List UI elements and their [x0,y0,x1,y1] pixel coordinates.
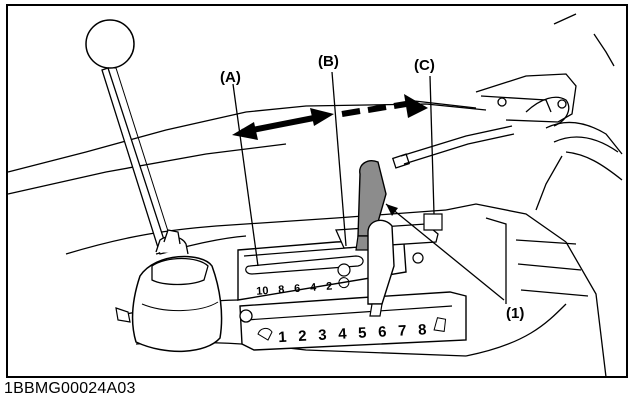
lower-scale-mark: 3 [318,327,327,344]
lower-scale-mark: 8 [418,321,427,338]
upper-scale: 10 8 6 4 2 [256,277,350,298]
range-shift-lever [367,219,395,317]
upper-scale-mark: 2 [326,280,333,292]
lever-stop [423,213,443,231]
upper-scale-mark: 8 [278,284,285,296]
upper-scale-mark: 10 [256,285,269,298]
position-lines [232,71,505,301]
linkage-rods [391,73,623,211]
dashed-arrow-head [404,94,428,118]
callout-a: (A) [220,69,241,86]
double-arrow-head-right [310,108,334,126]
lower-scale-mark: 2 [298,328,307,345]
rabbit-symbol-icon [433,317,447,332]
upper-scale-mark: 4 [310,282,318,294]
illustration-frame: (A) (B) (C) (1) 10 8 6 4 2 1 2 3 4 5 6 7… [6,4,628,378]
movement-arrows [232,94,428,140]
callout-leader-1-arrowhead [386,204,398,216]
dashed-arrow-dash-3 [393,101,407,109]
throttle-lever-illustration: (A) (B) (C) (1) 10 8 6 4 2 1 2 3 4 5 6 7… [6,4,628,378]
position-line-a [232,83,259,267]
double-arrow-shaft [241,113,325,135]
lower-scale: 1 2 3 4 5 6 7 8 [278,317,447,346]
lower-scale-mark: 7 [398,322,407,339]
dashed-arrow-dash-2 [367,104,387,113]
lower-scale-mark: 1 [278,329,287,346]
gear-shift-lever [85,19,223,352]
callout-1: (1) [506,305,524,322]
dashed-arrow-dash-1 [341,108,361,117]
callout-leader-1 [385,203,505,301]
dashboard-outline [7,13,615,378]
lower-scale-mark: 4 [338,325,348,342]
callout-b: (B) [318,53,339,70]
lower-lever-panel [239,291,467,351]
position-line-b [331,71,347,247]
lower-scale-mark: 6 [378,323,387,340]
upper-scale-mark: 6 [294,283,301,295]
callout-c: (C) [414,57,435,74]
double-arrow-head-left [232,122,258,140]
lower-scale-mark: 5 [358,324,367,341]
throttle-symbol-icon [338,277,350,289]
position-line-c [429,75,435,215]
figure-code: 1BBMG00024A03 [4,380,136,397]
